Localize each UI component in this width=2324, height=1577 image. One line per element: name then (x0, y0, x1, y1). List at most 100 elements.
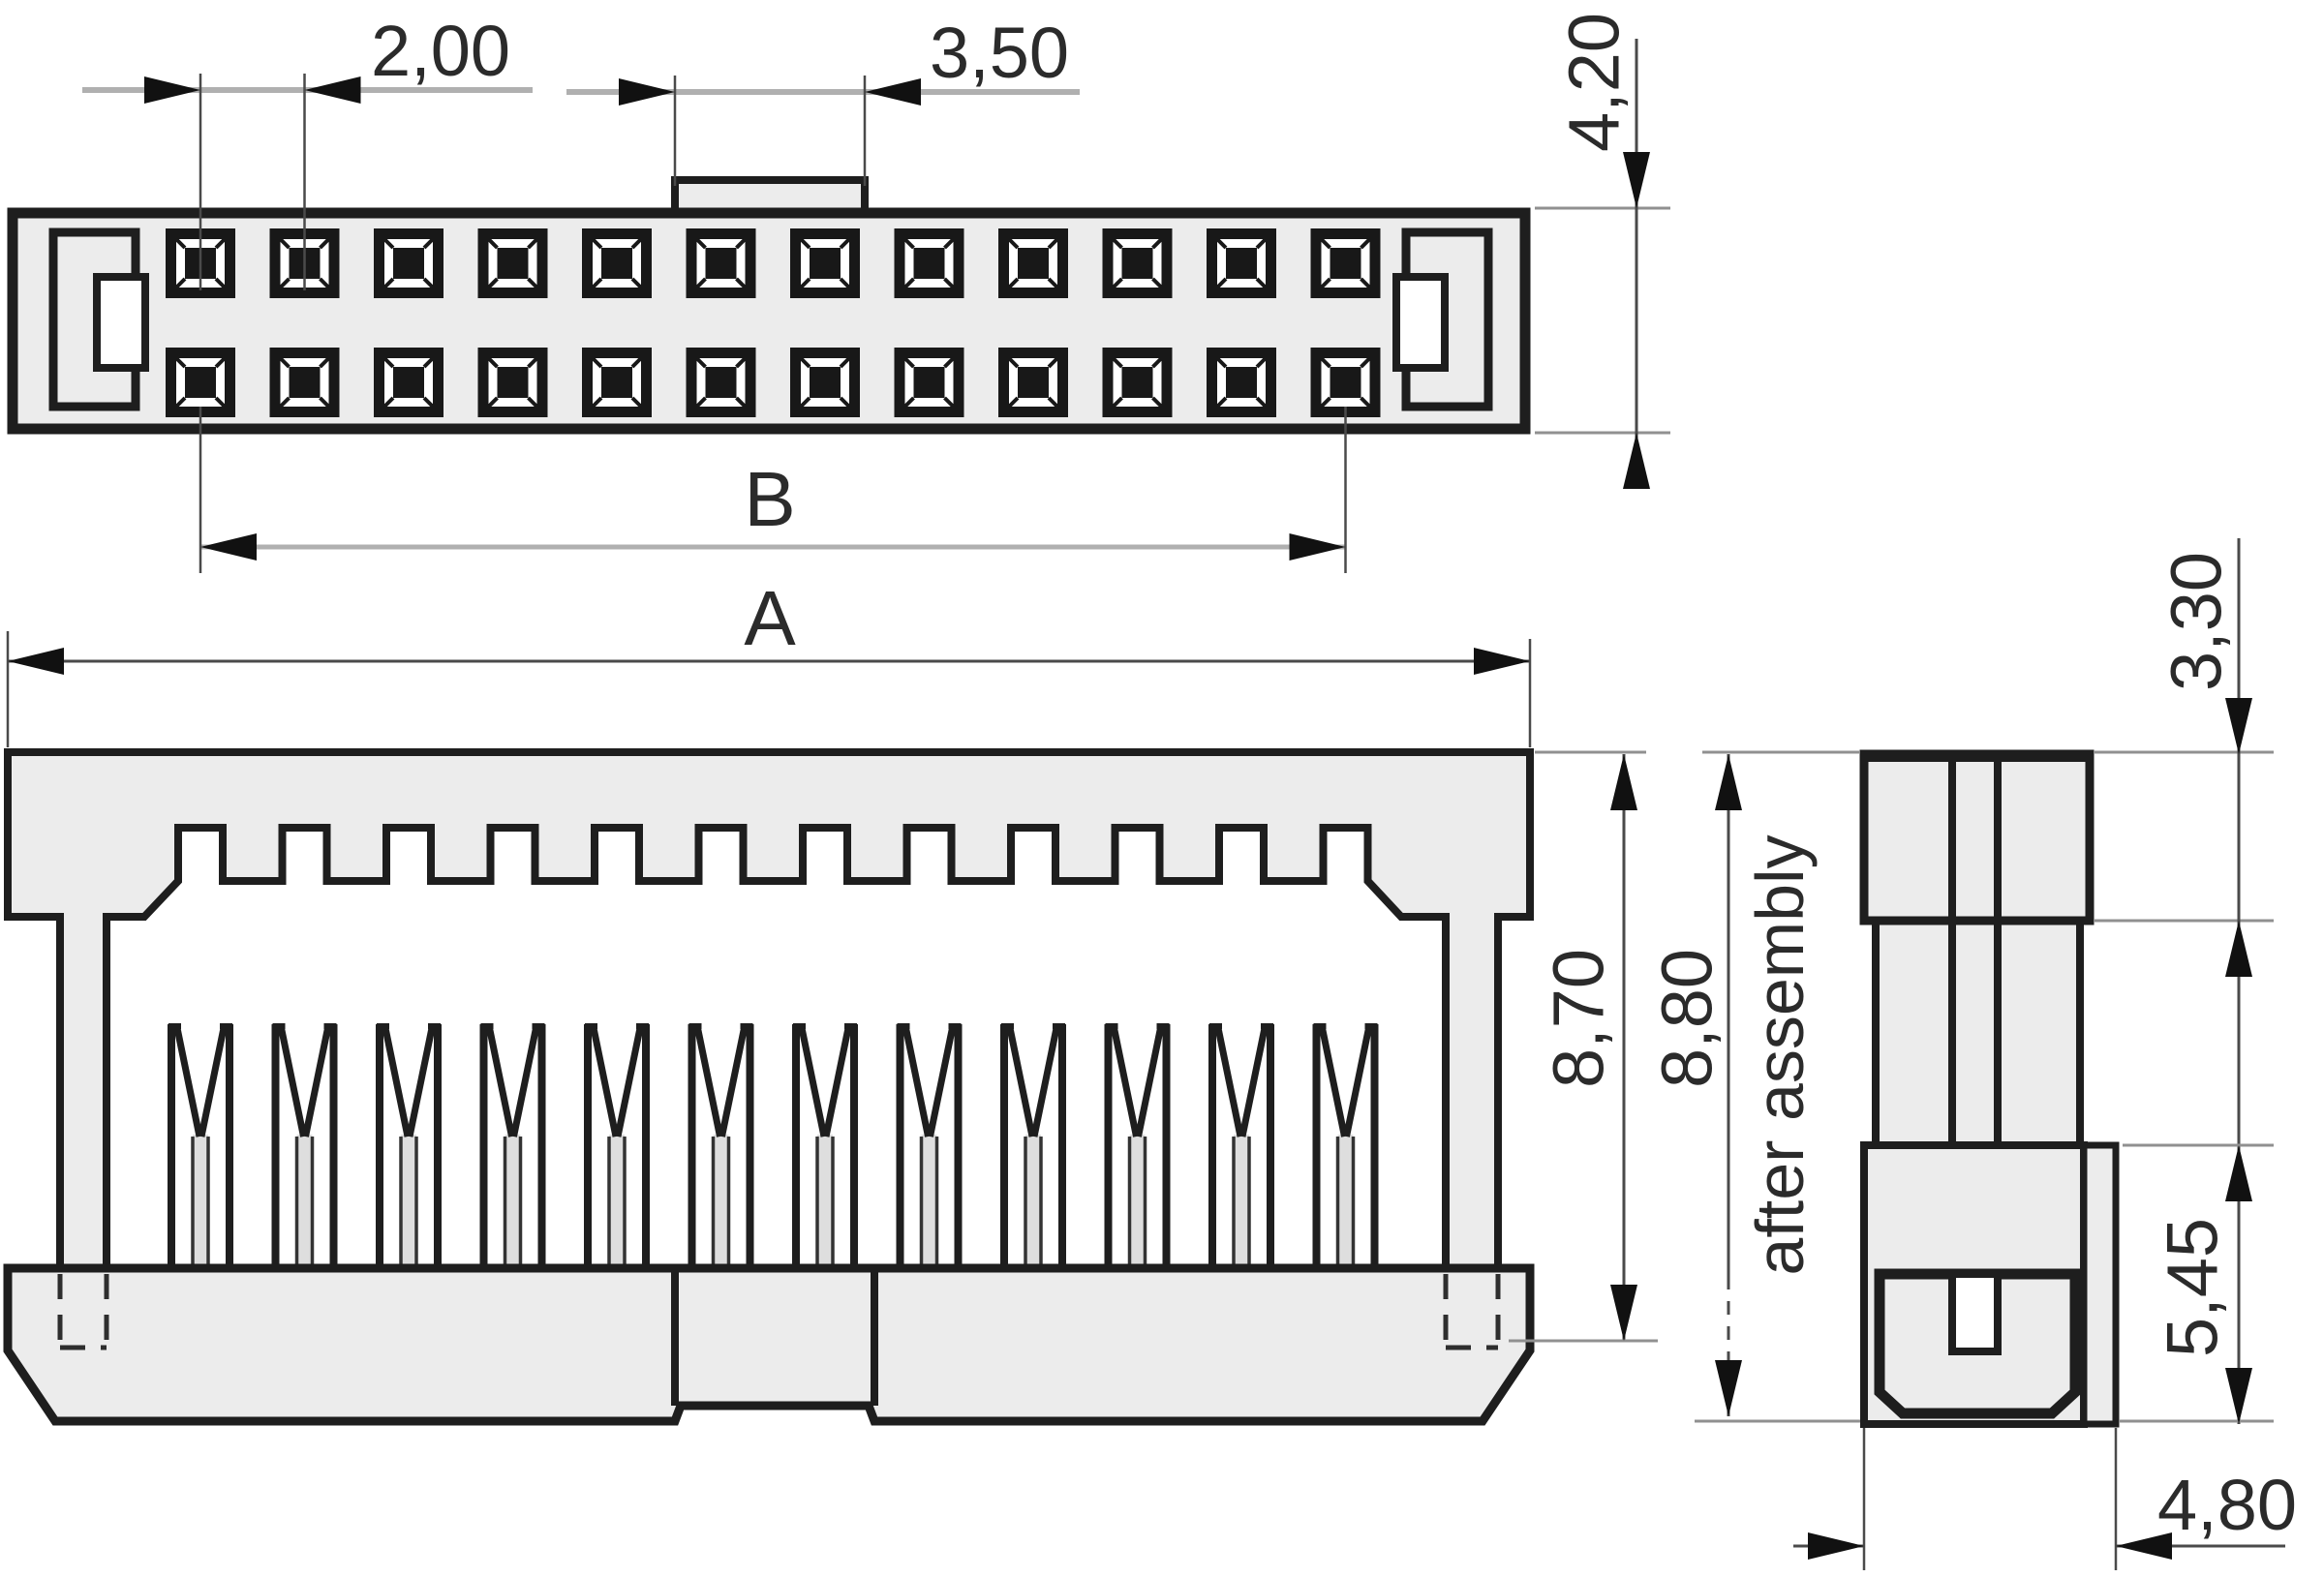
contact-slit-fill (713, 1135, 729, 1264)
pin-hole (601, 248, 632, 279)
side-view-slot-notch (1948, 1270, 2002, 1355)
pin-bevel-seam (591, 277, 603, 289)
pin-contact (582, 348, 652, 417)
dimension-labels: 2,00 3,50 4,20 B A 8,70 8,80 after assem… (371, 11, 2297, 1545)
arrow-880-bottom (1715, 1360, 1742, 1416)
pin-bevel-seam (1151, 396, 1163, 409)
arrow-a-right (1474, 648, 1530, 675)
pin-contact (1102, 228, 1173, 298)
pin-bevel-seam (1320, 237, 1331, 250)
pin-bevel-seam (630, 356, 643, 369)
pin-hole (913, 367, 945, 398)
arrow-pitch-left (144, 76, 200, 104)
contact-v-right (510, 1027, 539, 1137)
pin-bevel-seam (839, 277, 851, 289)
pin-bevel-seam (1255, 277, 1268, 289)
pin-bevel-seam (279, 277, 290, 289)
contact-v-right (614, 1027, 644, 1137)
arrow-870-top (1610, 754, 1637, 810)
arrow-pitch-right (304, 76, 361, 104)
contact-slit-fill (817, 1135, 833, 1264)
pin-bevel-seam (1255, 237, 1268, 250)
pin-bevel-seam (279, 396, 290, 409)
pin-bevel-seam (943, 237, 955, 250)
pin-bevel-seam (214, 356, 227, 369)
arrow-880-top (1715, 754, 1742, 810)
pin-bevel-seam (943, 396, 955, 409)
pin-bevel-seam (422, 277, 435, 289)
pin-hole (1018, 367, 1049, 398)
label-length-b: B (744, 456, 795, 542)
left-polarizing-slot (48, 227, 149, 411)
pin-hole (705, 248, 737, 279)
pin-contact (269, 348, 340, 417)
pin-bevel-seam (903, 356, 915, 369)
pin-bevel-seam (1047, 356, 1059, 369)
pin-bevel-seam (1320, 396, 1331, 409)
side-view-cover-strip (2080, 1141, 2120, 1428)
idc-contact (1312, 1023, 1379, 1264)
contact-v-left (486, 1027, 515, 1137)
pin-contact (790, 348, 860, 417)
pin-hole (1226, 367, 1257, 398)
pin-bevel-seam (487, 277, 499, 289)
label-pitch: 2,00 (371, 11, 510, 91)
pin-bevel-seam (1255, 356, 1268, 369)
pin-bevel-seam (487, 396, 499, 409)
front-view-base (3, 1263, 1535, 1426)
idc-contact (479, 1023, 546, 1264)
pin-bevel-seam (1112, 356, 1123, 369)
pin-bevel-seam (1360, 396, 1371, 409)
idc-contact (896, 1023, 963, 1264)
pin-hole (393, 367, 424, 398)
pin-bevel-seam (1320, 277, 1331, 289)
contact-v-left (902, 1027, 932, 1137)
pin-bevel-seam (943, 356, 955, 369)
pin-bevel-seam (630, 396, 643, 409)
contact-v-right (927, 1027, 956, 1137)
contact-v-right (719, 1027, 748, 1137)
pin-bevel-seam (1047, 277, 1059, 289)
pin-bevel-seam (319, 356, 330, 369)
contact-slit-fill (193, 1135, 208, 1264)
label-top-view-height: 4,20 (1554, 13, 1635, 152)
contact-v-right (822, 1027, 852, 1137)
contact-slit-fill (296, 1135, 313, 1264)
arrow-330-top (2225, 698, 2252, 754)
pin-bevel-seam (174, 237, 187, 250)
pin-contact (686, 348, 756, 417)
idc-contact (688, 1023, 754, 1264)
pin-hole (705, 367, 737, 398)
pin-bevel-seam (382, 277, 395, 289)
pin-bevel-seam (382, 356, 395, 369)
pin-bevel-seam (382, 237, 395, 250)
idc-contact (584, 1023, 650, 1264)
pin-bevel-seam (1112, 277, 1123, 289)
pin-contact (790, 228, 860, 298)
pin-hole (1018, 248, 1049, 279)
front-view (3, 748, 1535, 1426)
pin-bevel-seam (1215, 237, 1228, 250)
contact-v-right (1135, 1027, 1164, 1137)
pin-bevel-seam (319, 396, 330, 409)
pin-bevel-seam (527, 237, 538, 250)
idc-contact (376, 1023, 442, 1264)
pin-hole (289, 367, 321, 398)
pin-bevel-seam (839, 237, 851, 250)
pin-bevel-seam (279, 356, 290, 369)
pin-contact (1310, 228, 1381, 298)
pin-bevel-seam (1360, 356, 1371, 369)
pin-bevel-seam (591, 237, 603, 250)
pin-bevel-seam (799, 396, 811, 409)
right-polarizing-slot (1392, 227, 1493, 411)
pin-bevel-seam (799, 356, 811, 369)
pin-bevel-seam (1215, 277, 1228, 289)
pin-bevel-seam (1255, 396, 1268, 409)
pin-bevel-seam (422, 237, 435, 250)
contact-v-left (278, 1027, 307, 1137)
pin-bevel-seam (630, 277, 643, 289)
pin-bevel-seam (1151, 237, 1163, 250)
pin-bevel-seam (591, 396, 603, 409)
pin-bevel-seam (799, 277, 811, 289)
pin-contact (582, 228, 652, 298)
